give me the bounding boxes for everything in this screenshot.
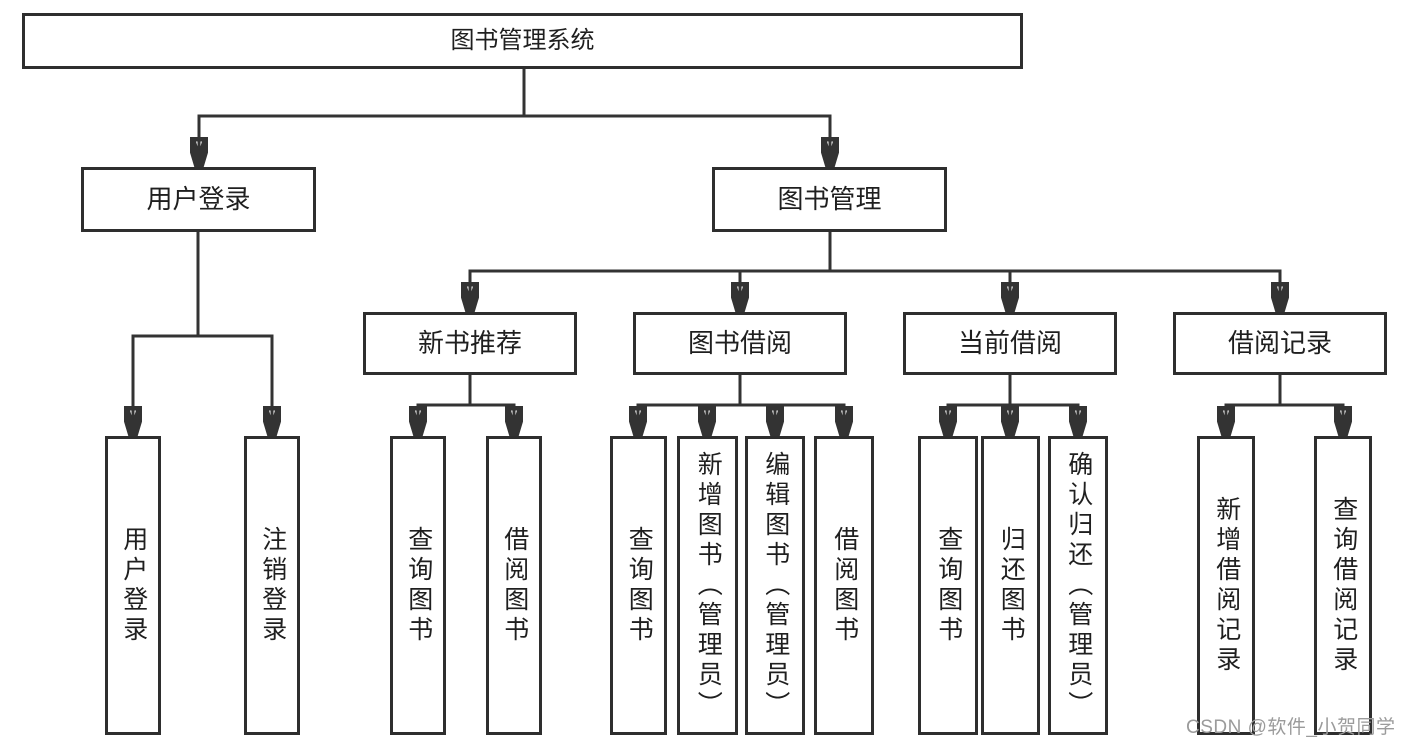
node-leaf-query-borrow-record: 查询借阅记录 bbox=[1314, 436, 1372, 735]
node-leaf-return-books: 归还图书 bbox=[981, 436, 1040, 735]
node-leaf-borrow-books-borrowing: 借阅图书 bbox=[814, 436, 874, 735]
node-current-borrowing: 当前借阅 bbox=[903, 312, 1117, 375]
node-leaf-query-books-current: 查询图书 bbox=[918, 436, 978, 735]
node-leaf-borrow-books-recommend: 借阅图书 bbox=[486, 436, 542, 735]
node-leaf-add-borrow-record: 新增借阅记录 bbox=[1197, 436, 1255, 735]
node-leaf-query-books-borrowing: 查询图书 bbox=[610, 436, 667, 735]
node-book-borrowing: 图书借阅 bbox=[633, 312, 847, 375]
node-leaf-logout: 注销登录 bbox=[244, 436, 300, 735]
node-user-login: 用户登录 bbox=[81, 167, 316, 232]
node-leaf-confirm-return-admin: 确认归还（管理员） bbox=[1048, 436, 1108, 735]
node-book-management: 图书管理 bbox=[712, 167, 947, 232]
node-leaf-add-book-admin: 新增图书（管理员） bbox=[677, 436, 738, 735]
node-leaf-user-login: 用户登录 bbox=[105, 436, 161, 735]
connector-arrows bbox=[133, 114, 1343, 438]
node-new-book-recommendation: 新书推荐 bbox=[363, 312, 577, 375]
node-leaf-query-books-recommend: 查询图书 bbox=[390, 436, 446, 735]
node-leaf-edit-book-admin: 编辑图书（管理员） bbox=[745, 436, 805, 735]
connector-buses bbox=[131, 67, 1345, 407]
node-borrowing-records: 借阅记录 bbox=[1173, 312, 1387, 375]
csdn-watermark: CSDN @软件_小贺同学 bbox=[1186, 717, 1396, 738]
node-root-library-management-system: 图书管理系统 bbox=[22, 13, 1023, 69]
